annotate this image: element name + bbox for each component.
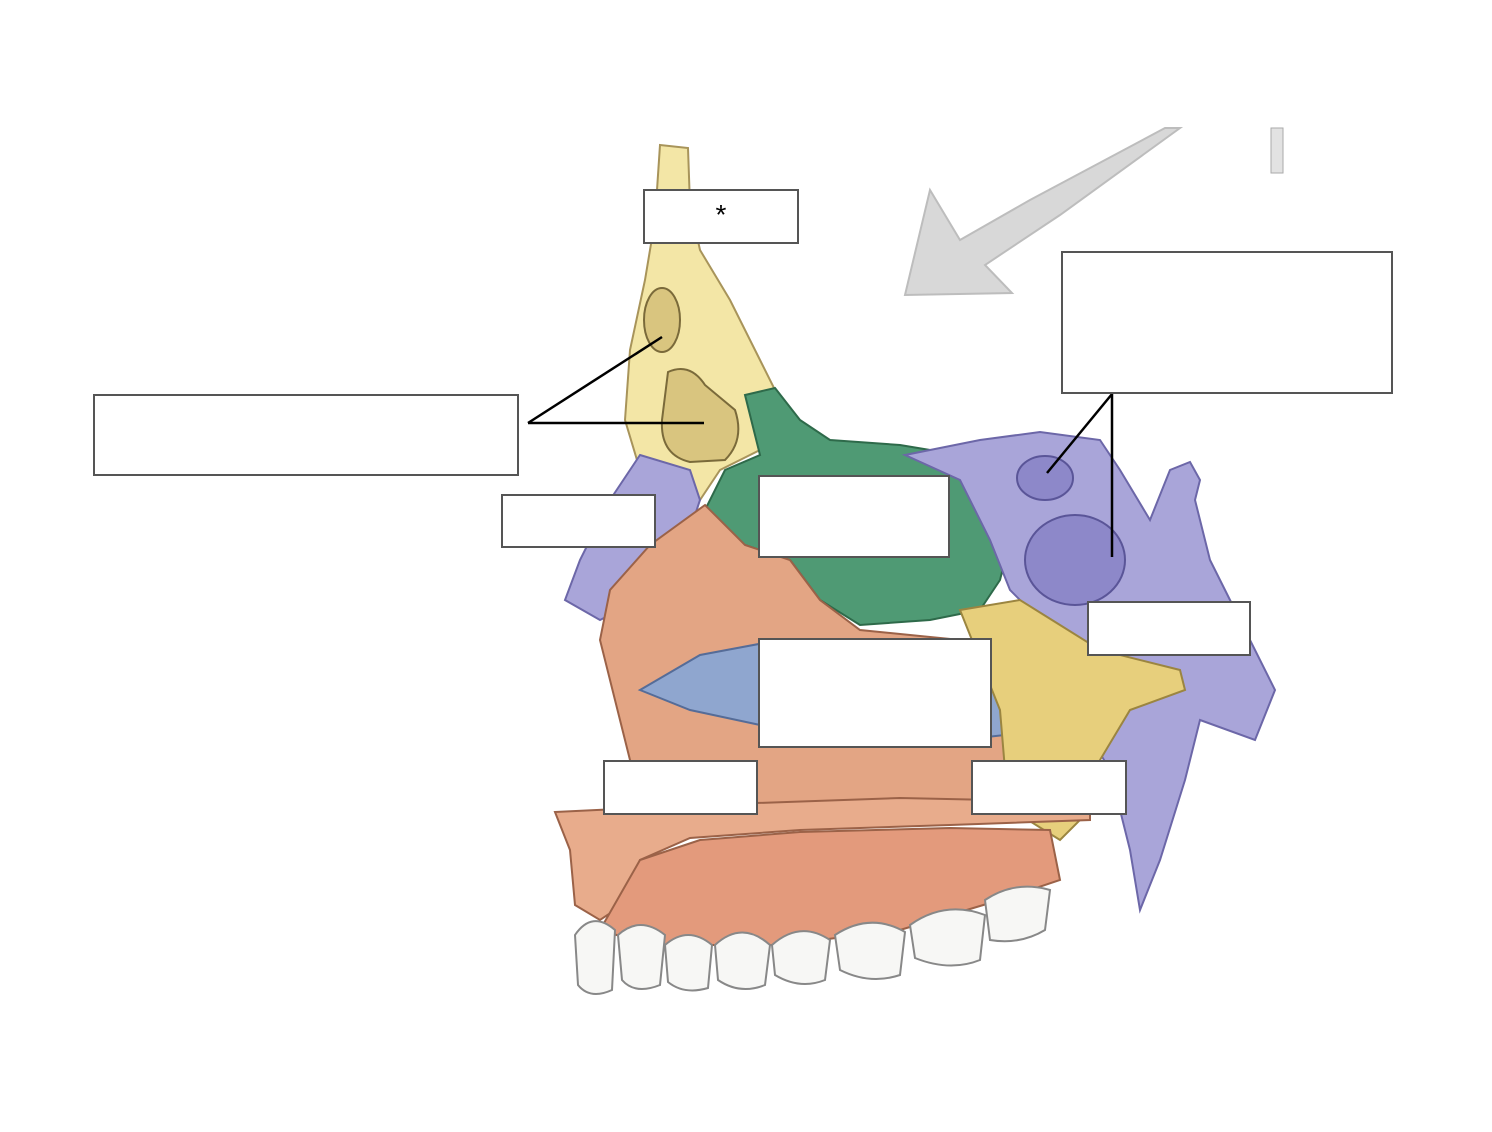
sphenoid-sinus-lower <box>1024 514 1126 606</box>
pointer-arrow <box>903 127 1184 297</box>
tooth <box>908 908 987 967</box>
hard-palate <box>553 796 1091 922</box>
label-palatine <box>971 760 1127 815</box>
label-sphenoid-small <box>1087 601 1251 656</box>
frontal-sinus-lower <box>660 368 740 464</box>
arrow-corner-mark <box>1270 127 1284 174</box>
label-cartilage <box>758 475 950 558</box>
label-nasal-bone <box>501 494 656 548</box>
sphenoid-sinus-upper <box>1016 455 1074 501</box>
label-sphenoid <box>1061 251 1393 394</box>
leader-line <box>1046 393 1113 474</box>
tooth <box>573 920 617 995</box>
leader-line <box>527 335 663 425</box>
tooth <box>833 921 907 980</box>
tooth <box>616 924 667 990</box>
label-frontal-text: * <box>715 199 727 230</box>
label-concha <box>758 638 992 748</box>
leader-lines <box>527 335 1114 557</box>
tooth <box>713 931 772 990</box>
frontal-sinus-upper <box>643 287 681 353</box>
label-maxilla <box>603 760 758 815</box>
tooth <box>983 885 1052 943</box>
tooth <box>663 934 714 992</box>
label-sinuses <box>93 394 519 476</box>
tooth <box>770 930 832 985</box>
label-frontal: * <box>643 189 799 244</box>
teeth <box>573 885 1052 995</box>
